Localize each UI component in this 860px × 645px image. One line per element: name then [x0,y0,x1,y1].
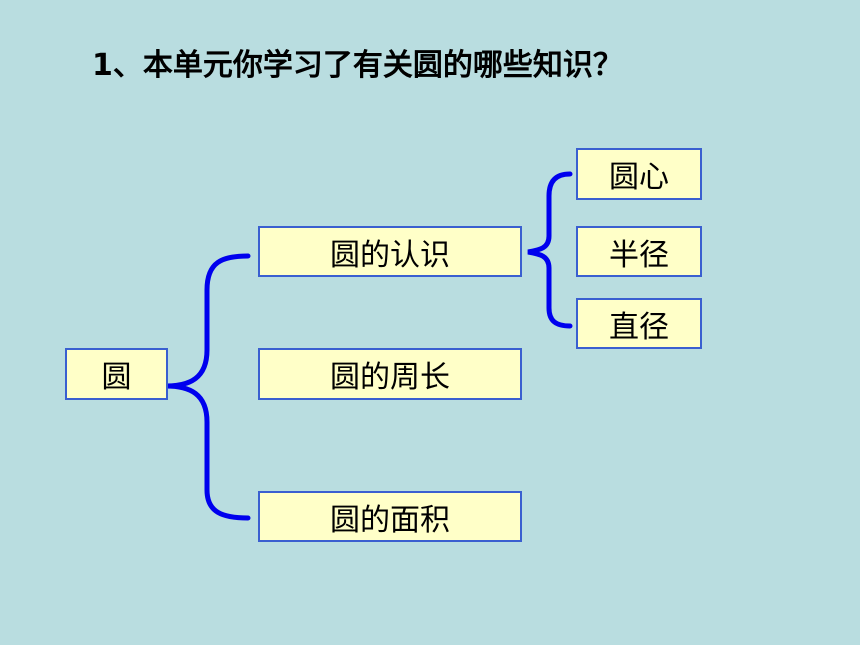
sub-node-diameter: 直径 [576,298,702,349]
root-node-circle: 圆 [65,348,168,400]
root-brace [165,253,251,521]
branch-circle-recognition: 圆的认识 [258,226,522,277]
sub-node-center: 圆心 [576,148,702,200]
sub-brace [527,171,573,329]
branch-circle-circumference: 圆的周长 [258,348,522,400]
branch-circle-area: 圆的面积 [258,491,522,542]
question-title: 1、本单元你学习了有关圆的哪些知识？ [92,48,623,83]
sub-node-radius: 半径 [576,226,702,277]
